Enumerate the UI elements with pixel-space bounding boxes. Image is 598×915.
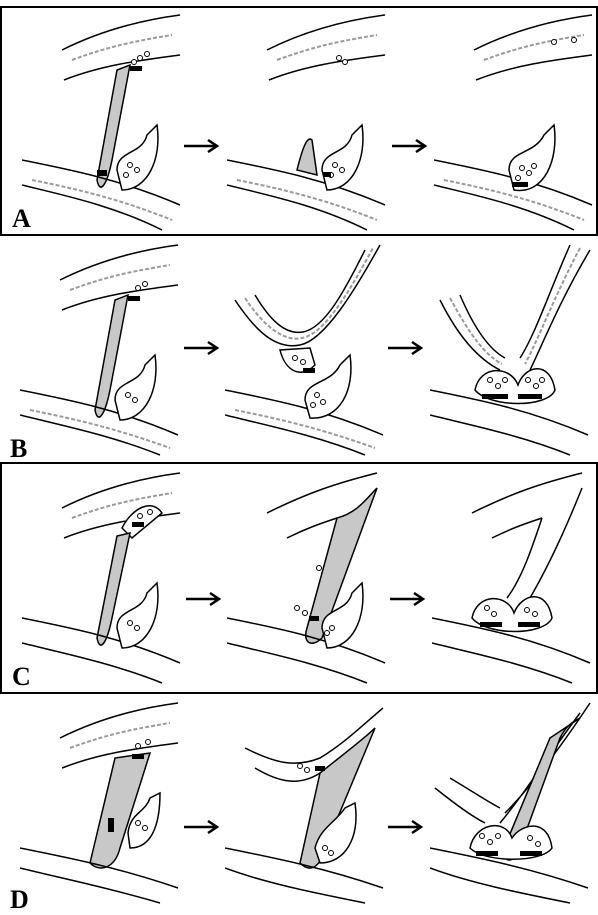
panel-b3: [430, 240, 592, 460]
panel-a1: [22, 10, 182, 234]
panel-d3: [430, 698, 592, 908]
row-b: B: [0, 236, 598, 464]
arrow-right-icon: [182, 139, 220, 153]
row-label-b: B: [10, 436, 27, 462]
arrow-right-icon: [182, 820, 220, 834]
panel-c3: [432, 468, 594, 690]
row-a: A: [0, 6, 598, 236]
arrow-right-icon: [386, 341, 424, 355]
panel-d1: [20, 698, 180, 908]
arrow-right-icon: [390, 139, 428, 153]
panel-b1: [20, 240, 180, 460]
panel-b2: [225, 240, 385, 460]
panel-a2: [227, 10, 387, 234]
row-d: D: [0, 694, 598, 915]
arrow-right-icon: [184, 592, 222, 606]
row-label-a: A: [12, 206, 31, 232]
arrow-right-icon: [388, 592, 426, 606]
panel-c2: [227, 468, 387, 690]
panel-c1: [22, 468, 182, 690]
arrow-right-icon: [386, 820, 424, 834]
panel-d2: [225, 698, 385, 908]
row-c: C: [0, 462, 598, 694]
row-label-c: C: [12, 664, 31, 690]
arrow-right-icon: [182, 341, 220, 355]
row-label-d: D: [10, 887, 29, 913]
panel-a3: [434, 10, 594, 234]
